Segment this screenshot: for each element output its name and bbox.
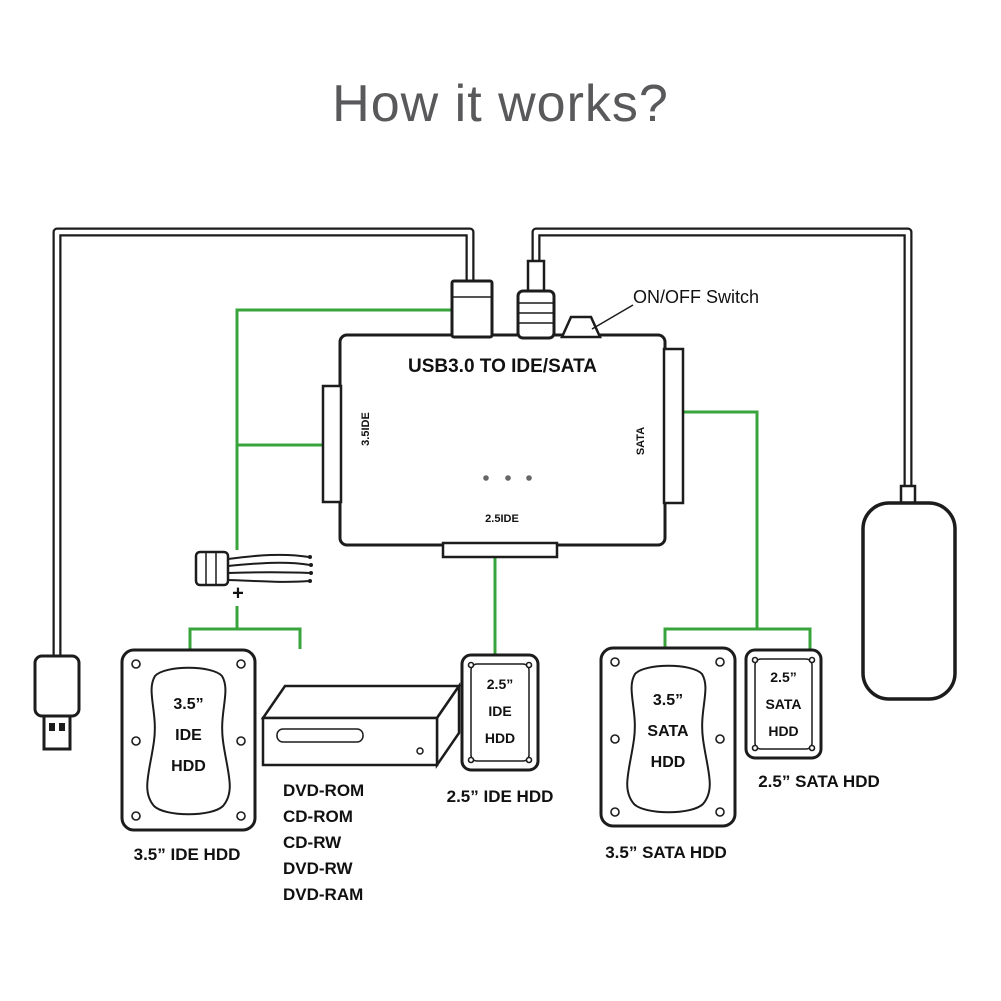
eject-button: [416, 747, 424, 755]
power-plug-icon: [516, 259, 556, 340]
ide-25-port: [441, 541, 559, 559]
drive-kind: HDD: [171, 758, 206, 775]
adapter-right-port-label: SATA: [635, 426, 647, 456]
led-indicator: [483, 475, 489, 481]
hdd-35-sata-drawing: [599, 646, 737, 828]
switch-label: ON/OFF Switch: [633, 287, 760, 307]
drive-type: SATA: [765, 696, 802, 712]
power-adapter-drawing: [861, 484, 957, 701]
hdd-35-ide-face-text: 3.5” IDE HDD: [122, 689, 255, 782]
led-indicator: [505, 475, 511, 481]
drive-kind: HDD: [484, 730, 516, 746]
hdd-25-sata-drawing: [744, 648, 823, 760]
power-switch-icon: [560, 304, 634, 339]
drive-size: 2.5”: [770, 669, 797, 685]
drive-kind: HDD: [768, 723, 799, 739]
green-line-left-top: [235, 308, 454, 550]
drive-size: 3.5”: [652, 692, 684, 709]
optical-label: DVD-RW: [283, 859, 353, 878]
ide-35-port: [321, 384, 343, 504]
drive-type: IDE: [175, 727, 202, 744]
optical-label: CD-RW: [283, 833, 342, 852]
page-title: How it works?: [332, 75, 669, 133]
hdd-35-ide-drawing: [120, 648, 257, 832]
hdd-25-ide-drawing: [460, 653, 540, 772]
adapter-bottom-port-label: 2.5IDE: [485, 513, 519, 525]
usb-port-connector-icon: [450, 279, 494, 339]
hdd-35-sata-caption: 3.5” SATA HDD: [605, 843, 727, 862]
dvd-drive-drawing: [260, 681, 462, 770]
hdd-25-sata-caption: 2.5” SATA HDD: [758, 772, 880, 791]
green-bracket-right: [663, 410, 812, 650]
drive-type: SATA: [647, 723, 689, 740]
drive-size: 3.5”: [173, 696, 204, 713]
drive-size: 2.5”: [486, 676, 514, 692]
adapter-device: [321, 333, 685, 559]
hdd-25-ide-caption: 2.5” IDE HDD: [446, 787, 554, 806]
optical-label: CD-ROM: [283, 807, 353, 826]
usb-cable: [52, 227, 475, 659]
drive-type: IDE: [488, 703, 512, 719]
hdd-35-sata-face-text: 3.5” SATA HDD: [601, 685, 735, 778]
hdd-25-sata-face-text: 2.5” SATA HDD: [746, 664, 821, 745]
plus-sign: +: [232, 582, 244, 605]
hdd-25-ide-face-text: 2.5” IDE HDD: [462, 671, 538, 752]
power-cable: [531, 227, 913, 504]
optical-label: DVD-ROM: [283, 781, 365, 800]
drive-kind: HDD: [650, 754, 686, 771]
hdd-35-ide-caption: 3.5” IDE HDD: [133, 845, 241, 864]
optical-drive-labels: DVD-ROM CD-ROM CD-RW DVD-RW DVD-RAM: [283, 778, 364, 908]
optical-label: DVD-RAM: [283, 885, 364, 904]
green-bracket-left: [188, 606, 302, 649]
connection-lines: [188, 308, 812, 656]
disc-slot: [276, 728, 364, 743]
adapter-left-port-label: 3.5IDE: [360, 412, 372, 446]
molex-connector-icon: [194, 550, 313, 587]
sata-port: [662, 347, 685, 505]
led-indicator: [526, 475, 532, 481]
usb-plug-icon: [33, 654, 81, 751]
adapter-label: USB3.0 TO IDE/SATA: [408, 356, 597, 377]
